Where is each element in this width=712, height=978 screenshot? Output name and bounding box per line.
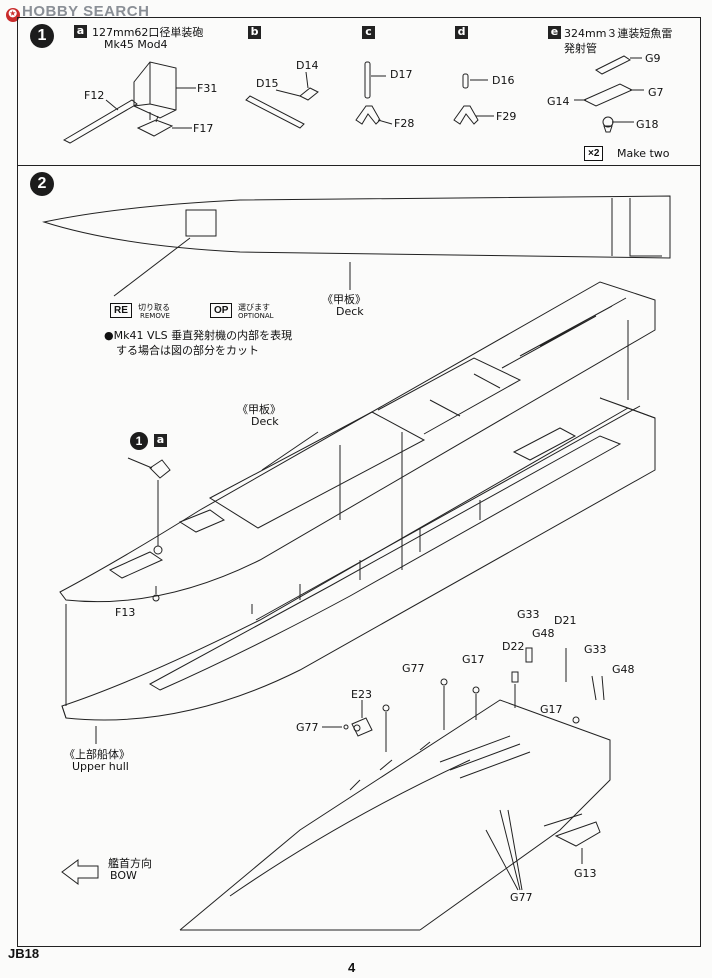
step-1-number: 1 — [30, 24, 54, 48]
label-d22: D22 — [502, 640, 525, 653]
label-f17: F17 — [193, 122, 214, 135]
label-f28: F28 — [394, 117, 415, 130]
part-e-letter: e — [548, 26, 561, 39]
torpedo-launcher-drawing — [574, 55, 644, 133]
deck-top-label-jp: 《甲板》 — [322, 293, 366, 306]
label-g17-b: G17 — [540, 703, 563, 716]
part-c-letter: c — [362, 26, 375, 39]
label-d21: D21 — [554, 614, 577, 627]
label-g48-a: G48 — [532, 627, 555, 640]
label-d17: D17 — [390, 68, 413, 81]
make-two-text: Make two — [617, 147, 670, 160]
part-e-title-jp-2: 発射管 — [564, 42, 597, 55]
ref-part-a-letter: a — [154, 434, 167, 447]
part-b-letter: b — [248, 26, 261, 39]
part-c-drawing — [355, 61, 393, 125]
label-g18: G18 — [636, 118, 659, 131]
label-g9: G9 — [645, 52, 661, 65]
part-a-title-en: Mk45 Mod4 — [104, 38, 168, 51]
part-d-drawing — [453, 73, 494, 125]
lower-hull-drawing — [179, 647, 611, 931]
part-a-title-jp: 127mm62口径単装砲 — [92, 26, 204, 39]
remove-legend-jp: 切り取る — [138, 303, 170, 312]
make-two-multiplier: ×2 — [584, 146, 604, 161]
label-f13: F13 — [115, 606, 136, 619]
optional-legend-en: OPTIONAL — [238, 312, 274, 320]
deck-mid-label-en: Deck — [251, 415, 279, 428]
label-d15: D15 — [256, 77, 279, 90]
step-frame — [17, 17, 701, 947]
part-b-drawing — [245, 71, 319, 129]
label-g77-c: G77 — [510, 891, 533, 904]
step-2-number: 2 — [30, 172, 54, 196]
step-divider — [17, 165, 701, 167]
deck-top-label-en: Deck — [336, 305, 364, 318]
remove-legend-box: RE — [110, 303, 132, 318]
label-e23: E23 — [351, 688, 372, 701]
bow-arrow-icon — [61, 859, 99, 885]
label-g7: G7 — [648, 86, 664, 99]
deck-plan-drawing — [42, 195, 671, 297]
label-f12: F12 — [84, 89, 105, 102]
label-g77-b: G77 — [296, 721, 319, 734]
label-g14: G14 — [547, 95, 570, 108]
ref-step-1-number: 1 — [130, 432, 148, 450]
label-g33-b: G33 — [584, 643, 607, 656]
optional-legend-jp: 選びます — [238, 303, 270, 312]
watermark: ✪HOBBY SEARCH — [6, 3, 149, 22]
part-e-title-jp-1: 324mm３連装短魚雷 — [564, 27, 673, 40]
vls-note-line-2: する場合は図の部分をカット — [116, 344, 259, 357]
upper-hull-label-en: Upper hull — [72, 760, 129, 773]
deck-mid-label-jp: 《甲板》 — [237, 403, 281, 416]
bow-label-en: BOW — [110, 869, 137, 882]
label-g17-a: G17 — [462, 653, 485, 666]
deck-drawing — [59, 281, 656, 603]
vls-note-line-1: ●Mk41 VLS 垂直発射機の内部を表現 — [104, 329, 293, 342]
label-g48-b: G48 — [612, 663, 635, 676]
label-f31: F31 — [197, 82, 218, 95]
label-g13: G13 — [574, 867, 597, 880]
kit-code: JB18 — [8, 946, 40, 961]
bow-label-jp: 艦首方向 — [108, 857, 152, 870]
upper-hull-label-jp: 《上部船体》 — [64, 748, 130, 761]
label-d14: D14 — [296, 59, 319, 72]
page-number: 4 — [348, 960, 356, 975]
label-g77-a: G77 — [402, 662, 425, 675]
label-f29: F29 — [496, 110, 517, 123]
part-d-letter: d — [455, 26, 468, 39]
remove-legend-en: REMOVE — [140, 312, 170, 320]
optional-legend-box: OP — [210, 303, 233, 318]
upper-hull-drawing — [61, 397, 656, 744]
watermark-text: HOBBY SEARCH — [22, 3, 150, 20]
gun-turret-drawing — [62, 61, 196, 144]
part-a-letter: a — [74, 25, 87, 38]
hobby-search-logo-icon: ✪ — [6, 8, 20, 22]
label-d16: D16 — [492, 74, 515, 87]
label-g33-a: G33 — [517, 608, 540, 621]
